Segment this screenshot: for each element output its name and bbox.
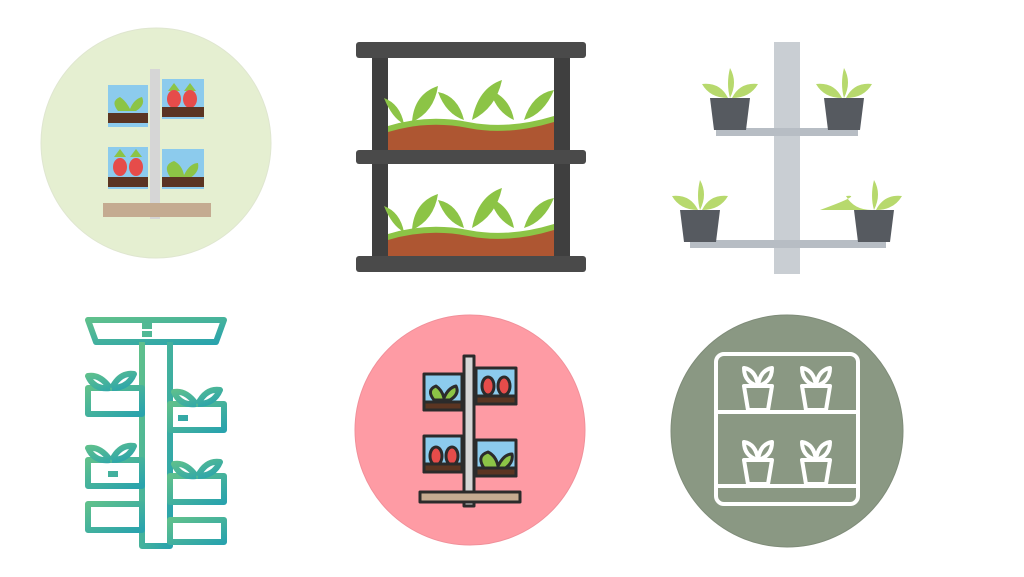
plant-tree-stand-icon xyxy=(668,40,906,276)
vertical-garden-pink-icon xyxy=(354,314,586,546)
hydroponic-tower-outline-icon xyxy=(80,314,232,550)
vertical-garden-circle-icon xyxy=(40,27,272,259)
grow-shelf-icon xyxy=(354,40,588,274)
wall-planter-icon xyxy=(670,314,904,548)
